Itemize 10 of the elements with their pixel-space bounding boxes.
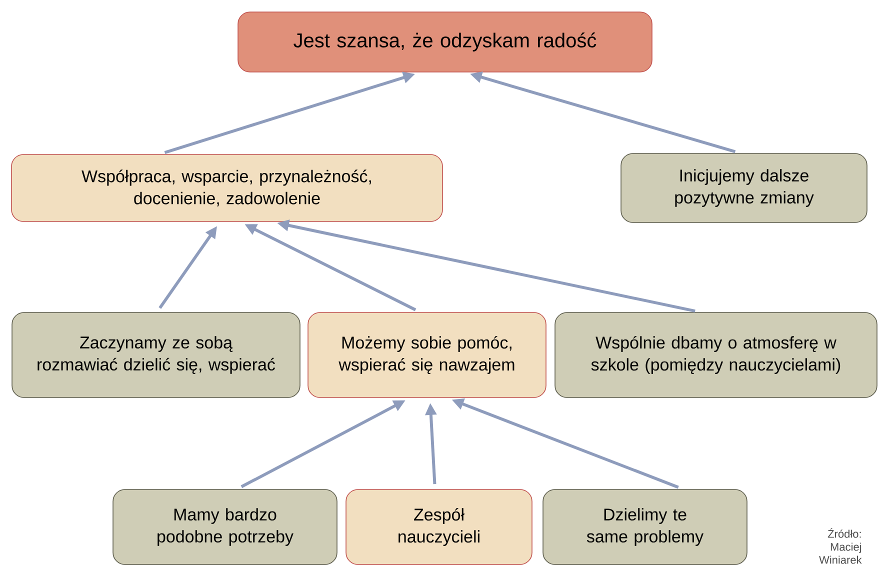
- process-box: Zespół nauczycieli: [346, 489, 532, 565]
- process-box: Wspólnie dbamy o atmosferę w szkole (pomiędzy nauczycielami): [554, 312, 878, 398]
- source-note: Źródło: Maciej Winiarek: [819, 528, 862, 564]
- process-box: Inicjujemy dalsze pozytywne zmiany: [620, 153, 868, 223]
- process-box: Zaczynamy ze sobą rozmawiać dzielić się, wspierać: [12, 312, 300, 398]
- process-box: Możemy sobie pomóc, wspierać się nawzajem: [308, 312, 546, 398]
- process-box: Dzielimy te same problemy: [542, 489, 748, 565]
- process-box: Współpraca, wsparcie, przynależność, docenienie, zadowolenie: [11, 154, 443, 222]
- title-box: Jest szansa, że odzyskam radość: [238, 12, 652, 72]
- process-box: Mamy bardzo podobne potrzeby: [112, 489, 338, 565]
